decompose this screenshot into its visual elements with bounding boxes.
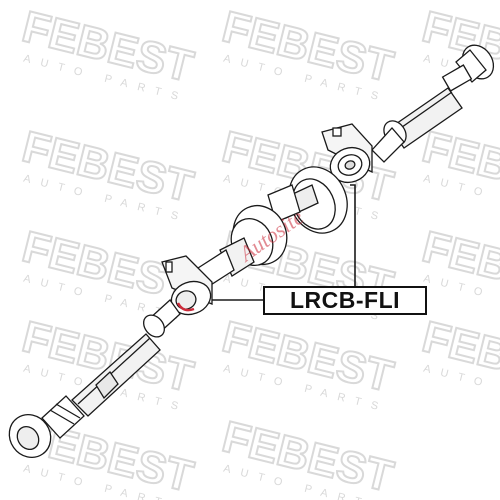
lower-center-bearing	[161, 255, 213, 316]
lower-shaft	[8, 299, 181, 459]
upper-bearing	[321, 123, 373, 184]
part-number-label: LRCB-FLI	[263, 286, 427, 315]
upper-shaft	[371, 44, 495, 163]
